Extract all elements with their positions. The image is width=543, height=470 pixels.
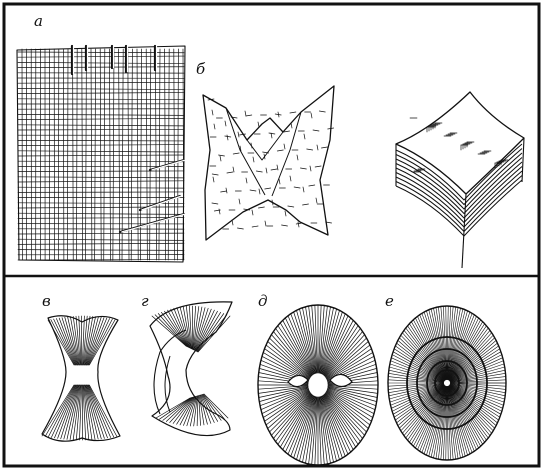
- panel-e-concentric-oval: [388, 306, 506, 460]
- panel-d-radial-oval: [258, 305, 378, 465]
- label-d: д: [258, 294, 268, 309]
- label-v: в: [42, 294, 51, 309]
- panel-g-curved-fan: [150, 302, 232, 436]
- label-b: б: [196, 62, 205, 77]
- panel-stacked-sheets: [396, 92, 524, 268]
- label-e: е: [385, 294, 394, 309]
- panel-v-bowtie: [42, 316, 120, 441]
- label-g: г: [141, 294, 149, 309]
- label-a: а: [34, 14, 43, 29]
- panel-a-grid-sheet: [17, 46, 186, 262]
- panel-b-saddle-sheet: [203, 86, 334, 240]
